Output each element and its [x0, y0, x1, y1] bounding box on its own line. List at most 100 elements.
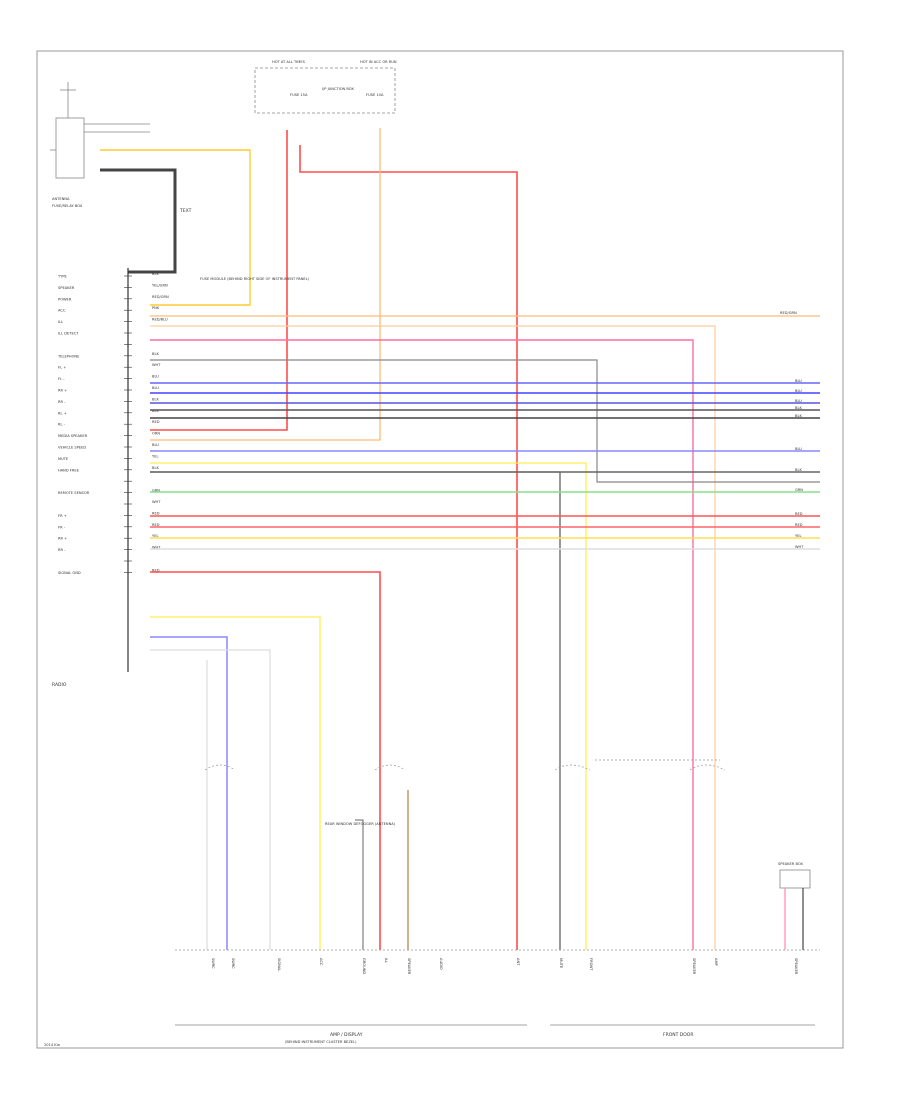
drop-peach	[150, 325, 716, 950]
bottom-pin-label: ANT	[516, 958, 520, 966]
pin-wire-label: BLK	[152, 272, 159, 276]
pin-wire-label: YEL/GRN	[152, 283, 168, 287]
pin-wire-label: GRN	[152, 489, 160, 493]
pin-wire-label: RED	[152, 568, 160, 572]
defog-note: REAR WINDOW DEFOGGER (ANTENNA)	[325, 822, 396, 826]
pin-label: VEHICLE SPEED	[58, 446, 86, 450]
signal-blue	[150, 636, 228, 950]
pin-wire-label: RED/BLU	[152, 318, 168, 322]
drop-black	[150, 471, 561, 950]
pin-wire-label: ORN	[152, 432, 160, 436]
right-wire-label: WHT	[795, 545, 804, 549]
bottom-pin-label: MUTE	[559, 958, 563, 969]
drop-gray	[150, 359, 820, 483]
pin-label: RR -	[58, 548, 66, 552]
right-wire-label: BLU	[795, 447, 802, 451]
bottom-pin-label: FRONT	[589, 958, 593, 971]
pin-label: ILL DETECT	[58, 332, 79, 336]
bottom-pin-label: AMP	[714, 958, 718, 967]
pin-wire-label: BLU	[152, 386, 159, 390]
power-wire-red-2	[299, 145, 518, 950]
pin-label: ACC	[58, 309, 66, 313]
right-wire-label: RED	[795, 523, 803, 527]
pin-wire-label: BLK	[152, 466, 159, 470]
bottom-pin-label: SIGNAL	[277, 958, 281, 971]
pin-wire-label: BLK	[152, 397, 159, 401]
bottom-pin-label: GROUND	[362, 958, 366, 974]
speaker-box	[779, 869, 811, 889]
signal-red	[150, 571, 381, 950]
pin-wire-label: BLK	[152, 409, 159, 413]
signal-white	[150, 649, 271, 950]
signal-black-short	[355, 819, 364, 950]
right-wire-label: RED	[795, 512, 803, 516]
fuse-area	[254, 67, 396, 114]
pin-wire-label: BLU	[152, 443, 159, 447]
pin-wire-label: RED	[152, 523, 160, 527]
pin-label: RR +	[58, 389, 67, 393]
right-wire-label: BLU	[795, 399, 802, 403]
top-orange-wire: RED/GRN	[780, 311, 797, 315]
fuse-label-1: HOT AT ALL TIMES	[272, 60, 306, 64]
pin-label: TELEPHONE	[57, 354, 80, 358]
pin-label: SIGNAL GND	[58, 571, 81, 575]
right-wire-label: BLK	[795, 468, 802, 472]
pin-label: FR +	[58, 514, 67, 518]
speaker-wire-yellow	[100, 149, 251, 306]
pin-wire-label: RED/GRN	[152, 295, 169, 299]
right-wire-label: GRN	[795, 488, 803, 492]
pin-wire-label: WHT	[152, 546, 161, 550]
group-sub-1: (BEHIND INSTRUMENT CLUSTER BEZEL)	[285, 1040, 357, 1044]
pin-label: TYPE	[57, 275, 68, 279]
pin-wire-label: BLK	[152, 352, 159, 356]
connector-dashes	[175, 759, 820, 951]
pin-wire-label: WHT	[152, 363, 161, 367]
ground-cable-label: TEXT	[179, 208, 192, 214]
ip-junction-label: I/P JUNCTION BOX	[322, 87, 354, 91]
pin-label: ILL	[58, 320, 63, 324]
drop-yellow	[150, 462, 587, 950]
power-wire-red	[150, 130, 288, 431]
pin-label: REMOTE SENSOR	[58, 491, 90, 495]
bottom-pin-label: SWRC	[231, 958, 235, 969]
pin-label: FL +	[58, 366, 66, 370]
speaker-note: FUSE MODULE (BEHIND RIGHT SIDE OF INSTRU…	[200, 277, 310, 281]
pin-label: MUTE	[58, 457, 69, 461]
radio-pins: TYPEBLKSPEAKERYEL/GRNPOWERRED/GRNACCPNKI…	[57, 272, 169, 575]
right-wires: BLU BLU BLU BLK BLK BLU BLK GRN RED RED YEL WHT	[150, 379, 820, 550]
group-label-1: AMP / DISPLAY	[330, 1032, 363, 1038]
bottom-pin-label: SPEAKER	[692, 958, 696, 975]
bottom-pin-label: SPEAKER	[794, 958, 798, 975]
radio-label: RADIO	[52, 682, 67, 688]
pin-wire-label: RED	[152, 511, 160, 515]
right-wire-label: YEL	[795, 534, 801, 538]
bottom-pin-label: SWRC	[211, 958, 215, 969]
pin-label: SPEAKER	[58, 286, 75, 290]
pin-label: RL +	[58, 411, 67, 415]
acc-wire-orange	[150, 128, 381, 441]
page-label: 2014 Kia	[44, 1043, 60, 1047]
pin-wire-label: RED	[152, 420, 160, 424]
right-wire-label: BLU	[795, 379, 802, 383]
fuse-label-2: HOT IN ACC OR RUN	[360, 60, 397, 64]
diagram-frame	[36, 50, 844, 1049]
pin-label: RR +	[58, 537, 67, 541]
pin-label: FR -	[58, 525, 66, 529]
right-wire-label: BLK	[795, 414, 802, 418]
fuse-box-note: FUSE/RELAY BOX	[52, 204, 83, 208]
antenna-label: ANTENNA	[52, 197, 70, 201]
right-wire-label: BLK	[795, 406, 802, 410]
pin-wire-label: BLU	[152, 375, 159, 379]
pin-label: FL -	[58, 377, 65, 381]
ground-cable	[100, 168, 177, 274]
fuse-name-2: FUSE 10A	[366, 93, 384, 97]
drop-pink	[150, 339, 694, 950]
bottom-pin-label: SPEAKER	[407, 958, 411, 975]
bottom-pin-label: AUDIO	[439, 958, 443, 970]
speaker-box-label: SPEAKER BOX	[778, 862, 803, 866]
pin-label: RR -	[58, 400, 66, 404]
pin-label: HAND FREE	[58, 468, 80, 472]
bottom-pin-label: ACC	[319, 958, 323, 966]
